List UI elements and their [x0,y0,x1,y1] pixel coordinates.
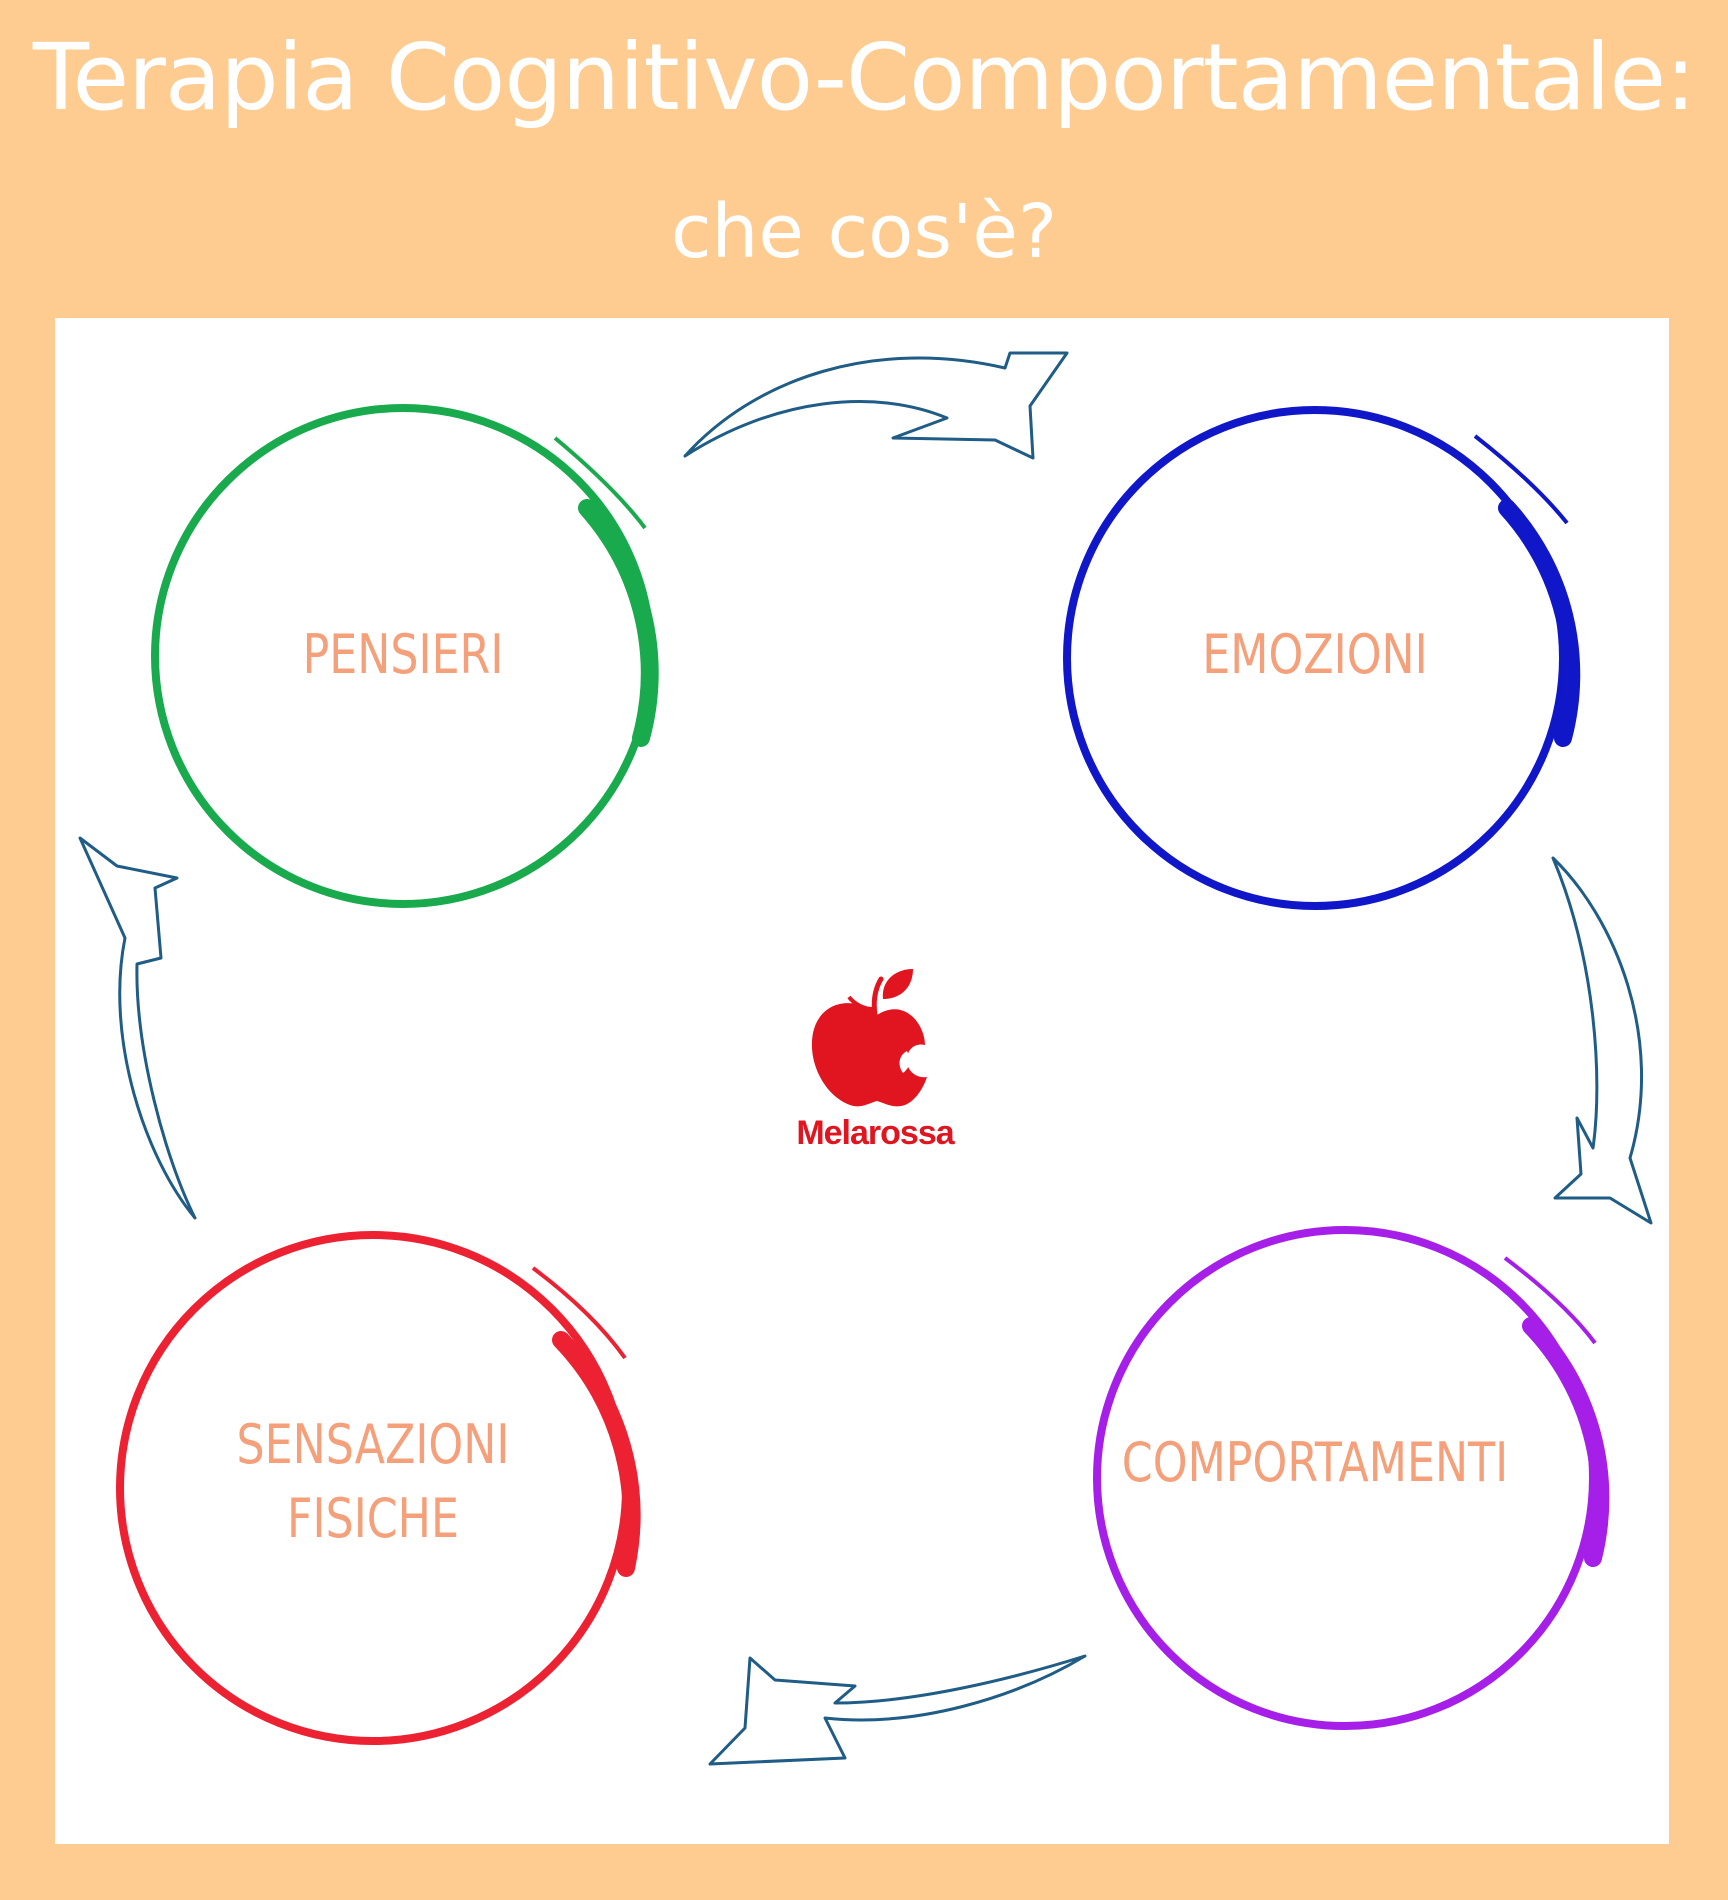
node-label-comportamenti: COMPORTAMENTI [1121,1431,1509,1494]
arrow-sensazioni-to-pensieri [78,836,197,1220]
circle-pensieri [151,404,659,908]
node-label-fisiche-line: FISICHE [287,1487,459,1550]
logo-text: Melarossa [796,1114,954,1152]
circle-emozioni [1063,406,1581,910]
apple-icon [811,969,927,1107]
page-subtitle: che cos'è? [670,189,1058,275]
node-label-sensazioni-fisiche: SENSAZIONI FISICHE [209,1408,537,1556]
circle-sensazioni [116,1231,641,1745]
cycle-diagram [78,351,1653,1766]
node-label-emozioni: EMOZIONI [1202,623,1428,686]
node-label-pensieri: PENSIERI [302,623,504,686]
page-title: Terapia Cognitivo-Comportamentale: [32,24,1696,131]
circle-comportamenti [1093,1226,1610,1730]
arrow-emozioni-to-comportamenti [1551,856,1653,1225]
node-label-sensazioni-line: SENSAZIONI [236,1413,510,1476]
diagram-panel: PENSIERI EMOZIONI COMPORTAMENTI SENSAZIO… [55,318,1669,1844]
arrow-pensieri-to-emozioni [683,351,1069,460]
melarossa-logo: Melarossa [765,955,985,1165]
arrow-comportamenti-to-sensazioni [708,1654,1087,1766]
